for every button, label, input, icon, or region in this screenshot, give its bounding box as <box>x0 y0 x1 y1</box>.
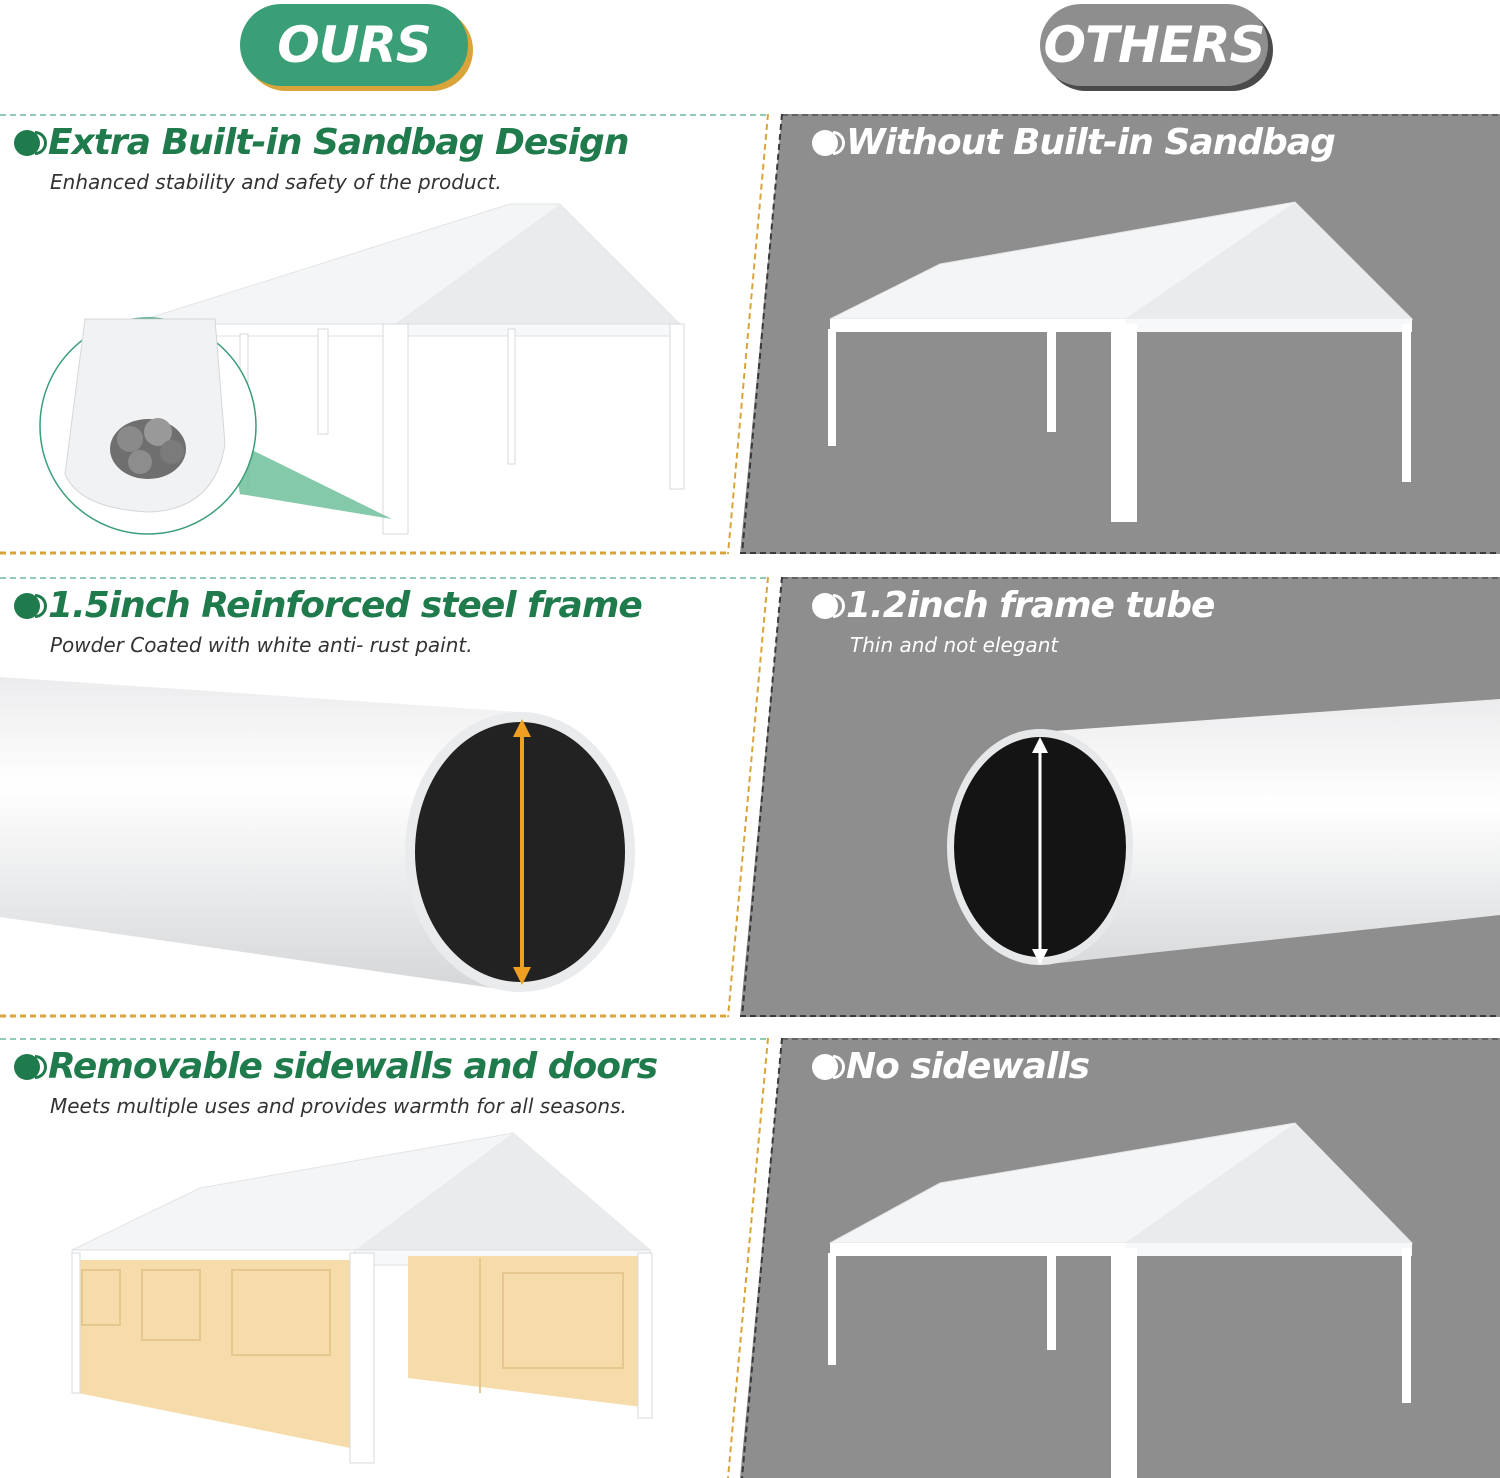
others-frame-panel: 1.2inch frame tube Thin and not elegant <box>740 577 1500 1017</box>
others-feature-1-heading: Without Built-in Sandbag <box>812 122 1336 163</box>
ours-badge: OURS <box>240 4 468 86</box>
ours-feature-2-heading: 1.5inch Reinforced steel frame <box>14 585 643 626</box>
canopy-without-sandbag-image <box>828 201 1414 522</box>
ours-feature-1-title: Extra Built-in Sandbag Design <box>48 122 629 163</box>
bullet-icon <box>14 1053 47 1080</box>
bullet-icon <box>14 129 47 156</box>
canopy-with-sidewalls-image <box>71 1132 653 1464</box>
ours-feature-2-subtitle: Powder Coated with white anti- rust pain… <box>50 633 473 657</box>
ours-feature-1-subtitle: Enhanced stability and safety of the pro… <box>50 170 502 194</box>
ours-frame-panel: 1.5inch Reinforced steel frame Powder Co… <box>0 577 770 1017</box>
others-feature-3-heading: No sidewalls <box>812 1046 1090 1087</box>
others-feature-3-title: No sidewalls <box>846 1046 1090 1087</box>
canopy-with-sandbag-image <box>39 203 685 535</box>
ours-feature-1-heading: Extra Built-in Sandbag Design <box>14 122 629 163</box>
others-feature-2-subtitle: Thin and not elegant <box>850 633 1059 657</box>
ours-sandbag-panel: Extra Built-in Sandbag Design Enhanced s… <box>0 114 770 554</box>
others-sidewalls-panel: No sidewalls <box>740 1038 1500 1478</box>
others-feature-2-title: 1.2inch frame tube <box>846 585 1215 626</box>
bullet-icon <box>812 129 845 156</box>
bullet-icon <box>14 592 47 619</box>
bullet-icon <box>812 592 845 619</box>
canopy-without-sidewalls-image <box>828 1122 1414 1478</box>
ours-feature-3-heading: Removable sidewalls and doors <box>14 1046 658 1087</box>
ours-sidewalls-panel: Removable sidewalls and doors Meets mult… <box>0 1038 770 1478</box>
thick-steel-tube-image <box>0 677 635 992</box>
others-badge: OTHERS <box>1040 4 1268 86</box>
ours-feature-3-title: Removable sidewalls and doors <box>48 1046 658 1087</box>
others-feature-1-title: Without Built-in Sandbag <box>846 122 1336 163</box>
ours-feature-2-title: 1.5inch Reinforced steel frame <box>48 585 643 626</box>
bullet-icon <box>812 1053 845 1080</box>
ours-feature-3-subtitle: Meets multiple uses and provides warmth … <box>50 1094 627 1118</box>
others-sandbag-panel: Without Built-in Sandbag <box>740 114 1500 554</box>
others-feature-2-heading: 1.2inch frame tube <box>812 585 1215 626</box>
thin-tube-image <box>947 699 1500 965</box>
